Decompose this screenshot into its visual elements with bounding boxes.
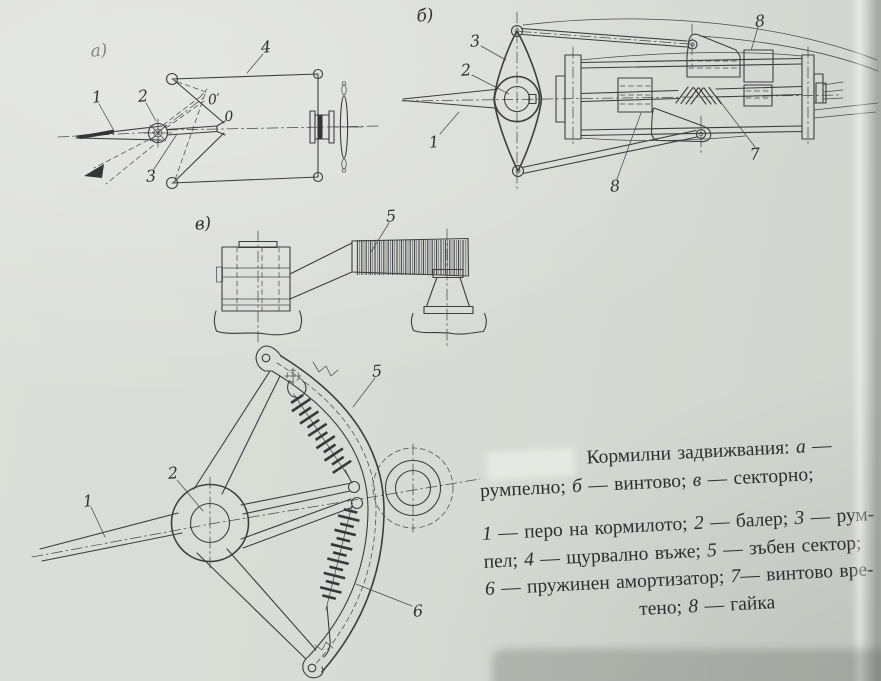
caption-text: пел; <box>483 549 525 573</box>
label-a-1: 1 <box>91 87 103 107</box>
diagram-b-screw-drive <box>401 11 879 193</box>
label-a-O-prime: 0′ <box>207 91 221 109</box>
label-a-O: 0 <box>223 108 235 126</box>
caption-text: — секторно; <box>700 463 814 491</box>
figure-caption: Кормилни задвижвания: а —румпелно; б — в… <box>478 429 881 630</box>
caption-text: тено; <box>638 596 689 620</box>
caption-text: — гайка <box>697 591 776 617</box>
label-sector-1: 1 <box>82 491 94 511</box>
panel-letter-v: в) <box>193 213 213 235</box>
label-a-2: 2 <box>137 86 149 106</box>
page-edge-shadow <box>851 0 881 681</box>
label-a-3: 3 <box>145 166 157 186</box>
caption-text: — балер; <box>703 508 796 534</box>
caption-text: румпелно; <box>479 475 573 502</box>
label-b-1: 1 <box>428 132 440 152</box>
label-b-2: 2 <box>460 60 472 80</box>
bottom-right-shadow <box>492 649 881 681</box>
caption-legend: 1 — перо на кормилото; 2 — балер; 3 — ру… <box>482 500 881 630</box>
label-v-5: 5 <box>385 206 397 226</box>
label-a-4: 4 <box>260 37 272 57</box>
diagram-sector-top-view <box>31 345 481 679</box>
caption-text: — <box>805 435 833 458</box>
label-sector-5: 5 <box>371 361 383 381</box>
label-sector-2: 2 <box>167 463 179 483</box>
caption-text: — зъбен сектор; <box>716 532 862 561</box>
diagram-a-tiller-drive <box>57 53 379 190</box>
panel-letter-a: а) <box>89 40 109 62</box>
caption-text: — винтово; <box>581 469 694 497</box>
panel-letter-b: б) <box>415 5 435 27</box>
label-b-8-bottom: 8 <box>609 176 621 196</box>
label-b-7: 7 <box>749 144 761 164</box>
label-b-8-top: 8 <box>754 11 766 31</box>
label-sector-6: 6 <box>412 601 424 621</box>
diagram-v-sector-side-view <box>213 222 487 350</box>
label-b-3: 3 <box>469 31 481 51</box>
